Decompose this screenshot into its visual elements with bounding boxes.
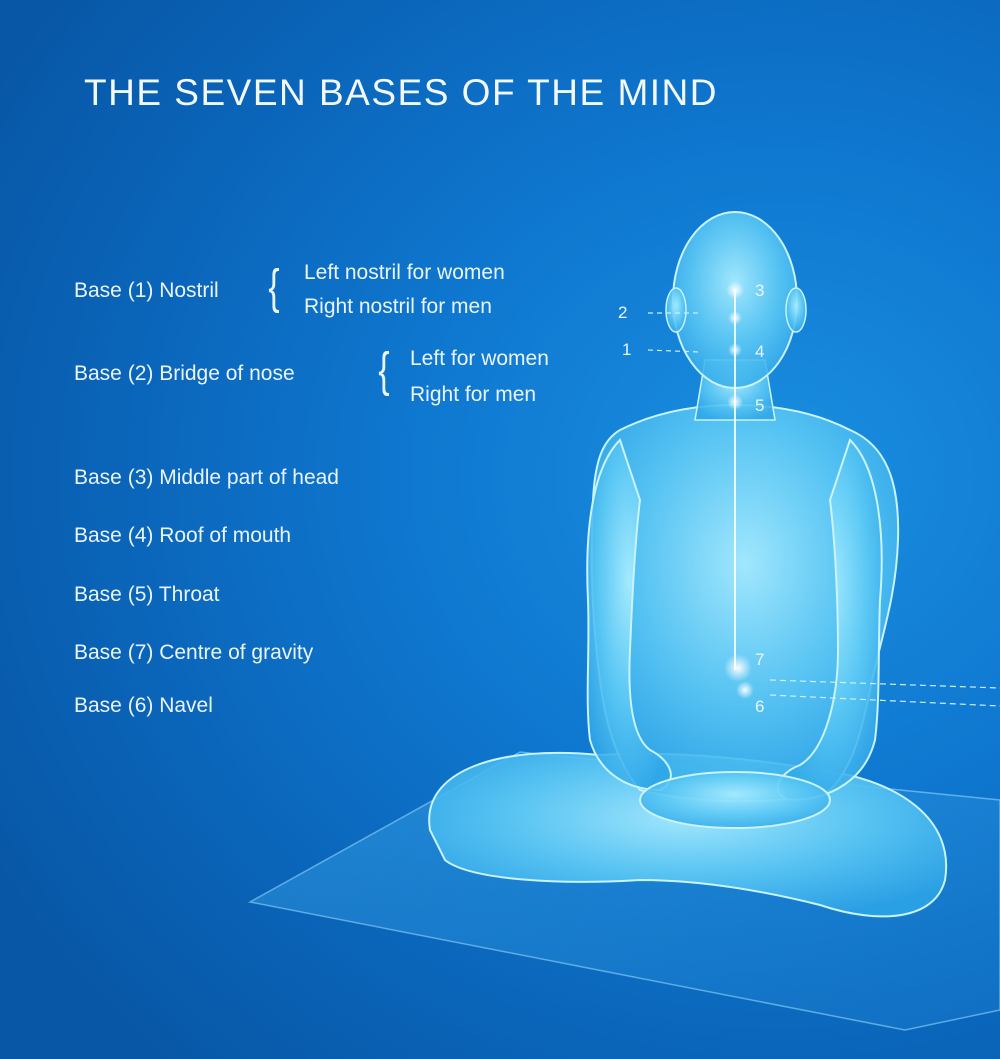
base-1-brace: { bbox=[268, 261, 280, 314]
marker-3: 3 bbox=[755, 281, 764, 300]
marker-4: 4 bbox=[755, 342, 764, 361]
base-6-label: Base (6) Navel bbox=[74, 694, 213, 717]
base-2-label: Base (2) Bridge of nose bbox=[74, 362, 295, 385]
base-2-sub-men: Right for men bbox=[410, 383, 537, 406]
base-5-label: Base (5) Throat bbox=[74, 583, 220, 606]
marker-1: 1 bbox=[622, 340, 631, 359]
base-2-sub-women: Left for women bbox=[410, 347, 549, 370]
base-7-label: Base (7) Centre of gravity bbox=[74, 641, 314, 664]
left-ear-shape bbox=[665, 287, 687, 333]
base-1-sub-men: Right nostril for men bbox=[304, 295, 492, 318]
base-2-brace: { bbox=[378, 344, 390, 397]
right-ear-shape bbox=[785, 287, 807, 333]
marker-7: 7 bbox=[755, 650, 764, 669]
marker-2: 2 bbox=[618, 303, 627, 322]
marker-6: 6 bbox=[755, 697, 764, 716]
base-3-label: Base (3) Middle part of head bbox=[74, 466, 339, 489]
diagram-title: THE SEVEN BASES OF THE MIND bbox=[84, 72, 718, 113]
base-1-label: Base (1) Nostril bbox=[74, 279, 219, 302]
hands-shape bbox=[639, 771, 831, 829]
marker-5: 5 bbox=[755, 396, 764, 415]
base-4-label: Base (4) Roof of mouth bbox=[74, 524, 292, 547]
base-1-sub-women: Left nostril for women bbox=[304, 261, 505, 284]
